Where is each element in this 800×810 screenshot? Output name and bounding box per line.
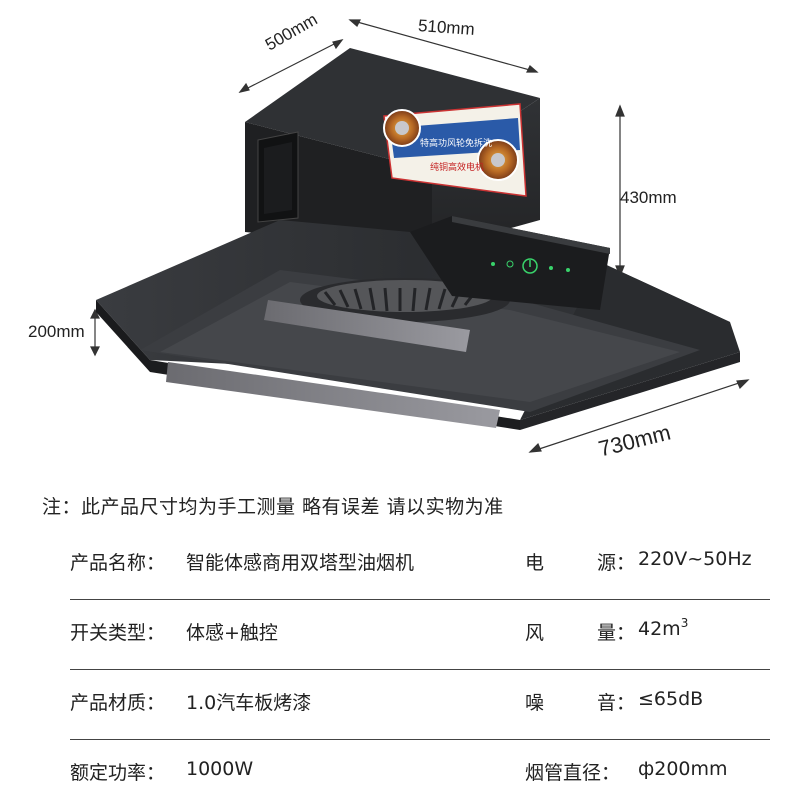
spec-label-right: 风 量：: [525, 618, 635, 645]
row-divider: [70, 599, 770, 600]
speed-dot-icon: [549, 266, 553, 270]
spec-label: 开关类型：: [70, 622, 166, 644]
spec-label-right-b: 量：: [596, 622, 635, 644]
power-icon: [506, 260, 514, 268]
spec-label-right: 烟管直径：: [525, 758, 635, 785]
row-divider: [70, 739, 770, 740]
spec-label-right-b: 音：: [596, 692, 635, 714]
spec-row: 产品名称： 智能体感商用双塔型油烟机 电 源： 220V~50Hz: [70, 530, 770, 600]
spec-label-right: 噪 音：: [525, 688, 635, 715]
spec-row: 开关类型： 体感+触控 风 量： 42m3: [70, 600, 770, 670]
control-panel: [410, 216, 610, 310]
spec-value: 体感+触控: [186, 622, 278, 644]
dimension-height-top-label: 430mm: [620, 188, 677, 207]
spec-label: 额定功率：: [70, 762, 166, 784]
spec-value: 智能体感商用双塔型油烟机: [186, 552, 415, 574]
spec-value-right: ≤65dB: [638, 688, 704, 710]
dimension-lines: [90, 19, 750, 453]
badge-line2: 纯铜高效电机: [430, 161, 484, 173]
spec-value-right: 220V~50Hz: [638, 548, 752, 570]
range-hood-illustration: 特高功风轮免拆洗 纯铜高效电机: [90, 19, 750, 453]
spec-value-right: ф200mm: [638, 758, 728, 780]
row-divider: [70, 669, 770, 670]
spec-label-right: 电 源：: [525, 548, 635, 575]
airflow-value: 42m: [638, 618, 681, 640]
motor-badge: 特高功风轮免拆洗 纯铜高效电机: [383, 103, 527, 197]
airflow-unit-sup: 3: [680, 616, 689, 630]
spec-value: 1000W: [186, 758, 254, 780]
spec-label-right-b: 源：: [596, 552, 635, 574]
spec-value-right: 42m3: [638, 616, 689, 640]
measurement-note: 注：此产品尺寸均为手工测量 略有误差 请以实物为准: [42, 496, 504, 518]
spec-label-right-a: 电: [525, 552, 545, 574]
spec-label-right-a: 噪: [525, 692, 545, 714]
indicator-dot-icon: [491, 262, 495, 266]
spec-label-right-a: 烟管直径：: [525, 762, 621, 784]
spec-label: 产品材质：: [70, 692, 166, 714]
light-dot-icon: [566, 268, 570, 272]
badge-line1: 特高功风轮免拆洗: [420, 137, 492, 149]
spec-value: 1.0汽车板烤漆: [186, 692, 312, 714]
dimension-height-bottom-label: 200mm: [28, 322, 85, 341]
spec-label: 产品名称：: [70, 552, 166, 574]
spec-label-right-a: 风: [525, 622, 545, 644]
hood-canopy: [96, 220, 740, 430]
spec-row: 额定功率： 1000W 烟管直径： ф200mm: [70, 740, 770, 810]
dimension-width-label: 510mm: [417, 16, 476, 39]
spec-row: 产品材质： 1.0汽车板烤漆 噪 音： ≤65dB: [70, 670, 770, 740]
main-power-icon: [522, 258, 538, 274]
